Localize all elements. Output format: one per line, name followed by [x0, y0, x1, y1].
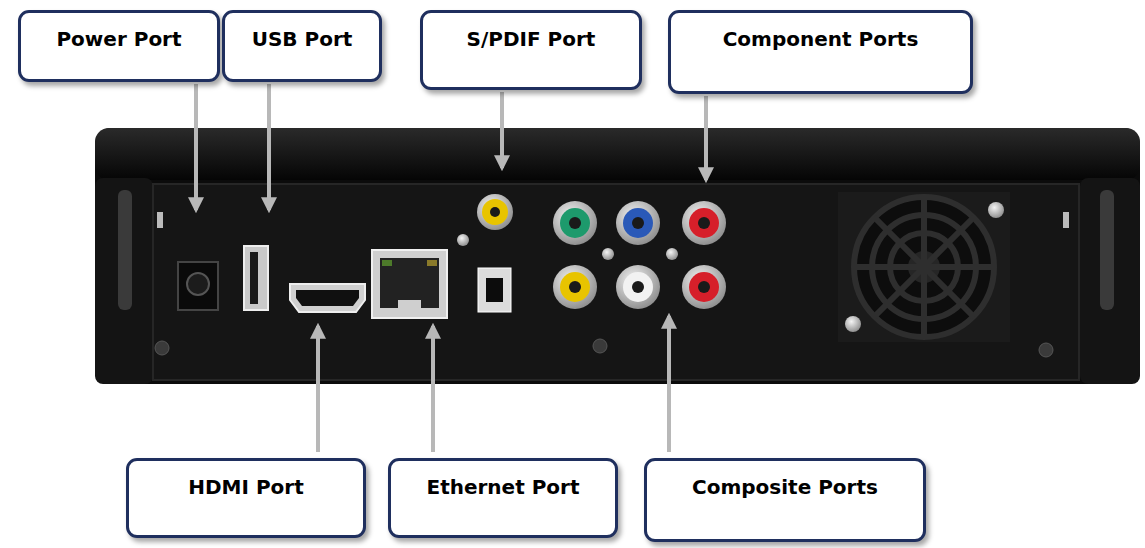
hdmi-port — [290, 284, 365, 312]
component-jack — [623, 208, 653, 238]
leader-arrow — [704, 96, 708, 180]
callout-label: S/PDIF Port — [423, 13, 639, 51]
fan-ring — [854, 197, 994, 337]
side-highlight — [1100, 190, 1114, 310]
jack-hole — [632, 217, 644, 229]
power-jack-hole — [187, 273, 209, 295]
composite-jack — [623, 272, 653, 302]
jack-hole — [698, 281, 710, 293]
callout-box: USB Port — [222, 10, 382, 82]
jack-hole — [698, 217, 710, 229]
jack-hole — [490, 207, 500, 217]
panel-clip — [157, 212, 163, 228]
optical-slot — [486, 278, 503, 302]
ethernet-led — [427, 260, 437, 266]
leader-arrow — [500, 92, 504, 168]
callout-label: Composite Ports — [647, 461, 923, 499]
leader-arrow — [267, 84, 271, 210]
power-jack — [178, 262, 218, 310]
callout-label: USB Port — [225, 13, 379, 51]
ethernet-port — [372, 250, 447, 318]
rca-rim — [553, 201, 597, 245]
callout-box: S/PDIF Port — [420, 10, 642, 90]
callout-label: HDMI Port — [129, 461, 363, 499]
rca-rim — [616, 201, 660, 245]
panel-clip — [1063, 212, 1069, 228]
usb-slot — [250, 252, 258, 304]
fan-grille — [838, 192, 1010, 342]
jack-hole — [632, 281, 644, 293]
callout-box: Component Ports — [668, 10, 973, 94]
callout-box: HDMI Port — [126, 458, 366, 538]
callout-box: Composite Ports — [644, 458, 926, 542]
composite-jack — [560, 272, 590, 302]
callout-label: Component Ports — [671, 13, 970, 51]
rca-rim — [553, 265, 597, 309]
fan-spokes — [854, 197, 994, 337]
screw — [155, 341, 169, 355]
leader-arrow — [194, 84, 198, 210]
screw — [593, 339, 607, 353]
side-highlight — [118, 190, 132, 310]
hdmi-slot — [296, 290, 359, 306]
ethernet-led — [382, 260, 392, 266]
screw — [1039, 343, 1053, 357]
fan-frame — [838, 192, 1010, 342]
leader-arrow — [431, 326, 435, 452]
screw — [845, 316, 861, 332]
usb-port — [244, 246, 268, 310]
callout-box: Power Port — [18, 10, 220, 82]
screw — [602, 248, 614, 260]
rca-rim — [682, 265, 726, 309]
ethernet-latch — [398, 300, 421, 310]
device-lid — [95, 128, 1140, 180]
device-side — [95, 178, 153, 384]
rca-rim — [682, 201, 726, 245]
back-panel — [153, 184, 1079, 380]
rca-rim — [616, 265, 660, 309]
screw — [666, 248, 678, 260]
jack-hole — [569, 281, 581, 293]
spdif-jack — [482, 199, 508, 225]
component-jack — [560, 208, 590, 238]
callout-label: Power Port — [21, 13, 217, 51]
optical-port — [478, 268, 511, 312]
composite-jack — [689, 272, 719, 302]
screw — [457, 234, 469, 246]
callout-box: Ethernet Port — [388, 458, 618, 538]
device-body — [95, 128, 1140, 384]
callout-label: Ethernet Port — [391, 461, 615, 499]
leader-lines — [196, 84, 706, 452]
component-jack — [689, 208, 719, 238]
leader-arrow — [667, 316, 671, 452]
rca-rim — [477, 194, 513, 230]
screw — [988, 202, 1004, 218]
jack-hole — [569, 217, 581, 229]
leader-arrow — [316, 326, 320, 452]
device-side — [1080, 178, 1140, 384]
